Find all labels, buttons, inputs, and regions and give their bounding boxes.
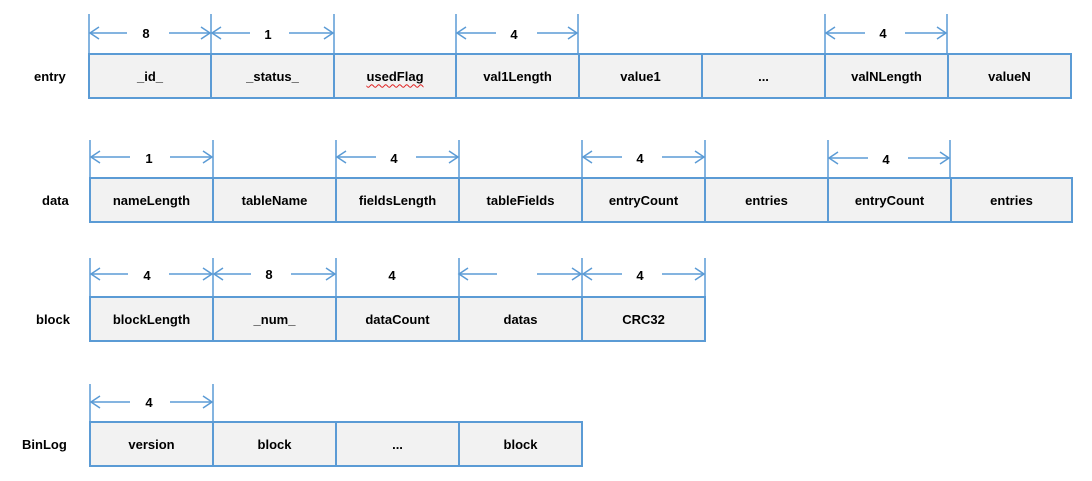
field-cell: ... [335, 421, 460, 467]
size-label: 4 [636, 151, 644, 166]
row-label-entry: entry [34, 69, 66, 84]
field-cell: _status_ [210, 53, 335, 99]
field-cell: usedFlag [333, 53, 457, 99]
field-cell: value1 [578, 53, 703, 99]
field-cell: ... [701, 53, 826, 99]
arrowhead-left-icon [827, 151, 839, 165]
arrowhead-right-icon [936, 26, 948, 40]
arrowhead-left-icon [335, 150, 347, 164]
size-label: 4 [143, 268, 151, 283]
size-label: 4 [510, 27, 518, 42]
size-label: 1 [145, 151, 153, 166]
size-label: 4 [145, 395, 153, 410]
arrowhead-right-icon [567, 26, 579, 40]
arrowhead-right-icon [448, 150, 460, 164]
arrowhead-right-icon [202, 267, 214, 281]
field-cell: _num_ [212, 296, 337, 342]
row-label-block: block [36, 312, 70, 327]
arrowhead-right-icon [694, 150, 706, 164]
field-cell: block [458, 421, 583, 467]
field-cell: blockLength [89, 296, 214, 342]
arrowhead-right-icon [202, 150, 214, 164]
size-label: 4 [390, 151, 398, 166]
field-cell: entryCount [581, 177, 706, 223]
field-cell: _id_ [88, 53, 212, 99]
field-cell: fieldsLength [335, 177, 460, 223]
arrowhead-left-icon [455, 26, 467, 40]
arrowhead-right-icon [200, 26, 212, 40]
arrowhead-left-icon [457, 267, 469, 281]
size-label: 4 [879, 26, 887, 41]
arrowhead-right-icon [202, 395, 214, 409]
field-cell: nameLength [89, 177, 214, 223]
arrowhead-left-icon [89, 267, 101, 281]
arrowhead-left-icon [89, 395, 101, 409]
size-label: 8 [265, 267, 273, 282]
arrowhead-left-icon [88, 26, 100, 40]
arrowhead-right-icon [571, 267, 583, 281]
field-cell: dataCount [335, 296, 460, 342]
field-cell: tableName [212, 177, 337, 223]
arrowhead-left-icon [824, 26, 836, 40]
arrowhead-left-icon [89, 150, 101, 164]
size-label: 4 [882, 152, 890, 167]
field-text-spellcheck: usedFlag [366, 68, 424, 84]
size-label: 4 [636, 268, 644, 283]
arrowhead-left-icon [581, 150, 593, 164]
field-cell: CRC32 [581, 296, 706, 342]
field-cell: val1Length [455, 53, 580, 99]
field-cell: version [89, 421, 214, 467]
field-cell: valNLength [824, 53, 949, 99]
field-cell: tableFields [458, 177, 583, 223]
field-cell: block [212, 421, 337, 467]
size-label: 4 [388, 268, 396, 283]
field-cell: valueN [947, 53, 1072, 99]
field-cell: entries [704, 177, 829, 223]
field-cell: entryCount [827, 177, 952, 223]
size-label: 8 [142, 26, 150, 41]
arrowhead-right-icon [694, 267, 706, 281]
arrowhead-right-icon [323, 26, 335, 40]
size-label: 1 [264, 27, 272, 42]
arrowhead-left-icon [210, 26, 222, 40]
row-label-data: data [42, 193, 69, 208]
row-label-binlog: BinLog [22, 437, 67, 452]
field-cell: entries [950, 177, 1073, 223]
arrowhead-right-icon [325, 267, 337, 281]
arrowhead-right-icon [939, 151, 951, 165]
field-cell: datas [458, 296, 583, 342]
arrowhead-left-icon [581, 267, 593, 281]
arrowhead-left-icon [212, 267, 224, 281]
